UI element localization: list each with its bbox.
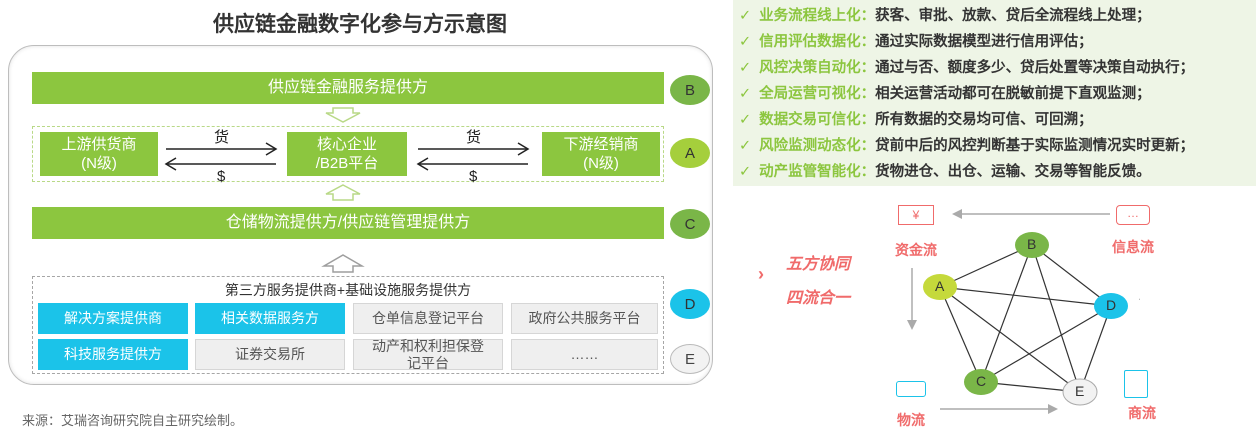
goods-label-left: 货 [214, 129, 230, 146]
down-arrow [325, 107, 361, 123]
feature-item: ✓风险监测动态化：贷前中后的风控判断基于实际监测情况实时更新； [739, 138, 1195, 154]
node-b [1015, 232, 1049, 258]
marker-b: B [670, 75, 710, 105]
source-note: 来源：艾瑞咨询研究院自主研究绘制。 [22, 413, 244, 428]
node-e-label: E [1075, 383, 1085, 399]
capital-flow-label: 资金流 [895, 242, 937, 258]
chevron-right-icon: › [758, 264, 764, 284]
document-search-icon [1124, 370, 1148, 398]
check-icon: ✓ [739, 60, 752, 76]
check-icon: ✓ [739, 164, 752, 180]
slogan-line-1: 五方协同 [786, 256, 851, 273]
cell-tech-provider: 科技服务提供方 [38, 339, 188, 370]
cell-stock-exchange: 证券交易所 [195, 339, 345, 370]
node-d-label: D [1106, 297, 1117, 313]
truck-icon [896, 381, 926, 397]
check-icon: ✓ [739, 112, 752, 128]
service-provider-bar: 供应链金融服务提供方 [32, 72, 664, 104]
page-title: 供应链金融数字化参与方示意图 [213, 13, 507, 36]
message-icon: … [1116, 205, 1150, 225]
feature-item: ✓信用评估数据化：通过实际数据模型进行信用评估； [739, 34, 1093, 50]
up-arrow-grey [321, 254, 365, 273]
upstream-supplier: 上游供货商 (N级) [40, 132, 158, 176]
cell-solution-provider: 解决方案提供商 [38, 303, 188, 334]
feature-item: ✓业务流程线上化：获客、审批、放款、贷后全流程线上处理； [739, 8, 1151, 24]
commerce-flow-label: 商流 [1128, 405, 1156, 421]
logistics-flow-label: 物流 [897, 412, 925, 428]
info-flow-label: 信息流 [1112, 239, 1154, 255]
cell-warehouse-registry: 仓单信息登记平台 [353, 303, 503, 334]
third-party-box [32, 276, 664, 374]
money-label-left: $ [217, 168, 226, 185]
node-a-label: A [935, 278, 945, 294]
feature-panel: ✓业务流程线上化：获客、审批、放款、贷后全流程线上处理； ✓信用评估数据化：通过… [733, 0, 1256, 186]
downstream-distributor: 下游经销商 (N级) [542, 132, 660, 176]
node-e [1062, 378, 1098, 406]
cell-data-service: 相关数据服务方 [195, 303, 345, 334]
check-icon: ✓ [739, 8, 752, 24]
feature-item: ✓风控决策自动化：通过与否、额度多少、贷后处置等决策自动执行； [739, 60, 1195, 76]
check-icon: ✓ [739, 34, 752, 50]
marker-e: E [670, 344, 710, 374]
cell-government-platform: 政府公共服务平台 [511, 303, 658, 334]
money-label-right: $ [469, 168, 478, 185]
feature-item: ✓全局运营可视化：相关运营活动都可在脱敏前提下直观监测； [739, 86, 1151, 102]
cell-more: …… [511, 339, 658, 370]
marker-a: A [670, 138, 710, 168]
five-party-network [907, 209, 1140, 414]
left-diagram-arrows [164, 107, 530, 273]
core-enterprise: 核心企业 /B2B平台 [287, 132, 407, 176]
goods-label-right: 货 [466, 129, 482, 146]
node-a [923, 274, 957, 300]
node-c [964, 369, 998, 395]
cell-collateral-registry: 动产和权利担保登 记平台 [353, 338, 503, 371]
check-icon: ✓ [739, 138, 752, 154]
marker-c: C [670, 209, 710, 239]
check-icon: ✓ [739, 86, 752, 102]
node-d [1094, 293, 1128, 319]
diagram-frame [8, 45, 713, 385]
third-party-title: 第三方服务提供商+基础设施服务提供方 [224, 282, 472, 298]
feature-item: ✓动产监管智能化：货物进仓、出仓、运输、交易等智能反馈。 [739, 164, 1151, 180]
node-c-label: C [976, 373, 987, 389]
node-b-label: B [1027, 236, 1037, 252]
supply-chain-row [32, 126, 664, 182]
feature-item: ✓数据交易可信化：所有数据的交易均可信、可回溯； [739, 112, 1093, 128]
marker-d: D [670, 289, 710, 319]
logistics-provider-bar: 仓储物流提供方/供应链管理提供方 [32, 207, 664, 239]
up-arrow-green [325, 184, 361, 201]
slogan-line-2: 四流合一 [786, 290, 851, 307]
money-flow-icon: ¥ [898, 205, 934, 225]
